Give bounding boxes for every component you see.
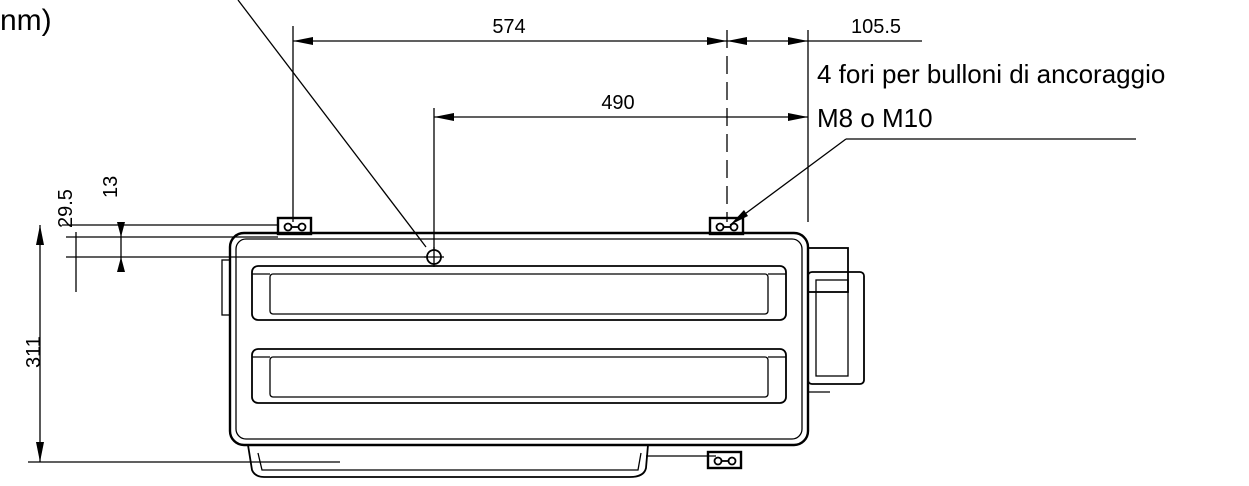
- dimension-311: 311: [23, 225, 340, 463]
- center-of-gravity-mark: [424, 247, 444, 267]
- bolt-bracket-bottom-right: [706, 450, 743, 470]
- cog-leader-line: [237, 0, 427, 248]
- bolt-bracket-top-left: [276, 216, 313, 236]
- bolt-bracket-top-right: [708, 216, 745, 236]
- dimension-105-5: 105.5: [727, 16, 922, 222]
- bolt-note-leader: [729, 138, 847, 226]
- dimension-490: 490: [433, 92, 808, 250]
- dim-29-5-label: 29.5: [55, 189, 77, 228]
- dimension-29-5: 29.5: [55, 189, 77, 292]
- dim-490-label: 490: [601, 92, 634, 114]
- bolt-size-note: M8 o M10: [817, 103, 933, 133]
- dim-574-label: 574: [492, 16, 525, 38]
- anchor-holes-note: 4 fori per bulloni di ancoraggio: [817, 59, 1165, 89]
- unit-outline: [221, 231, 865, 478]
- dimension-13: 13: [100, 176, 125, 272]
- unit-label: nm): [0, 4, 52, 37]
- dim-105-5-label: 105.5: [851, 16, 901, 38]
- dimension-574: 574: [292, 16, 727, 222]
- dim-13-label: 13: [100, 176, 122, 198]
- dim-311-label: 311: [23, 336, 45, 368]
